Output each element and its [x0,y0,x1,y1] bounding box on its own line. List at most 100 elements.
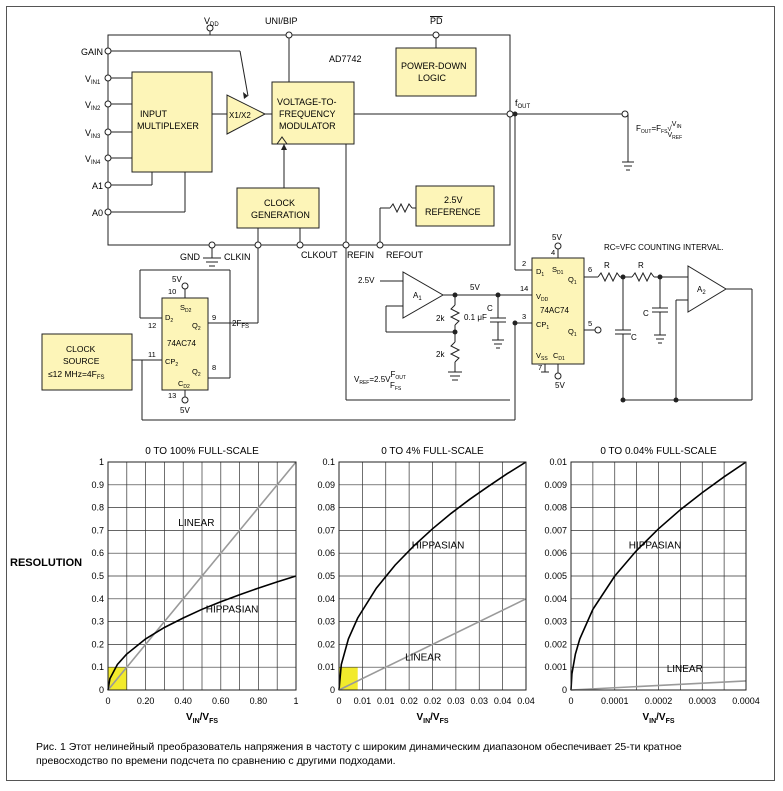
chart-004pct-scale: 0 TO 0.04% FULL-SCALE00.0010.0020.0030.0… [544,446,759,725]
svg-text:VDD: VDD [536,292,549,303]
y-tick-label: 0.003 [544,617,567,627]
x-tick-label: 1 [293,696,298,706]
x-tick-label: 0.02 [400,696,418,706]
x-axis-label: VIN/VFS [416,712,448,725]
r2k-label-2: 2k [436,350,445,359]
ff1-5v-bottom: 5V [180,406,190,415]
svg-text:14: 14 [520,284,528,293]
y-tick-label: 0.6 [91,548,104,558]
opamp-a1 [402,271,445,319]
x-tick-label: 0.0001 [601,696,629,706]
y-tick-label: 0.002 [544,639,567,649]
plot-frame [107,461,297,691]
y-tick-label: 0.004 [544,594,567,604]
opamp-a2 [687,265,727,313]
series-linear-line [338,598,527,691]
mux-label-1: INPUT [140,109,168,119]
cap-value-label: 0.1 μF [464,313,487,322]
highlight-region [339,667,358,690]
x-tick-label: 0.01 [377,696,395,706]
chart-4pct-scale: 0 TO 4% FULL-SCALE00.010.020.030.040.050… [317,446,534,725]
y-tick-label: 0.01 [317,662,335,672]
y-tick-label: 0.01 [549,457,567,467]
uni-bip-label: UNI/BIP [265,16,298,26]
y-tick-label: 0.005 [544,571,567,581]
resolution-label: RESOLUTION [10,557,82,569]
ff1-name: 74AC74 [167,339,196,348]
y-tick-label: 0.009 [544,480,567,490]
plot-frame [338,461,527,691]
chart-title: 0 TO 100% FULL-SCALE [145,446,259,457]
svg-text:5: 5 [588,319,592,328]
y-tick-label: 0.09 [317,480,335,490]
ff1-5v-top: 5V [172,275,182,284]
ff2-5v-bottom: 5V [555,381,565,390]
svg-text:2: 2 [522,259,526,268]
svg-text:Q1: Q1 [568,275,577,286]
svg-text:Q2: Q2 [192,321,201,332]
cap-c-label-3: C [643,309,649,318]
svg-text:D2: D2 [165,313,173,324]
y-tick-label: 0.1 [91,662,104,672]
y-tick-label: 0.001 [544,662,567,672]
amp-label: X1/X2 [229,111,251,120]
clock-src-label-2: SOURCE [63,356,100,366]
ff2-5v-top: 5V [552,233,562,242]
y-tick-label: 0.07 [317,525,335,535]
vdd-label: VDD [204,16,219,28]
ff2-name: 74AC74 [540,306,569,315]
svg-text:VSS: VSS [536,351,548,362]
refin-label: REFIN [347,250,374,260]
clock-generation-block [236,187,320,229]
x-tick-label: 0.0003 [688,696,716,706]
x-tick-label: 0.04 [517,696,535,706]
svg-text:7: 7 [538,363,542,372]
pin-vin2: VIN2 [85,100,101,112]
clkgen-label-1: CLOCK [264,198,295,208]
x-tick-label: 0 [105,696,110,706]
clkgen-label-2: GENERATION [251,210,310,220]
y-tick-label: 0.4 [91,594,104,604]
series-label-hippasian: HIPPASIAN [412,541,465,552]
svg-text:3: 3 [522,312,526,321]
x-tick-label: 0 [336,696,341,706]
x-axis-label: VIN/VFS [186,712,218,725]
svg-text:12: 12 [148,321,156,330]
gnd-label: GND [180,252,201,262]
x-tick-label: 0.04 [494,696,512,706]
y-tick-label: 1 [99,457,104,467]
y-tick-label: 0.3 [91,617,104,627]
y-tick-label: 0.5 [91,571,104,581]
resolution-charts: RESOLUTION 0 TO 100% FULL-SCALE00.10.20.… [10,446,760,725]
rc-note: RC≈VFC COUNTING INTERVAL. [604,243,724,252]
power-down-logic-block [395,47,477,97]
series-hippasian-line [338,461,527,691]
pin-a0: A0 [92,208,103,218]
plot-frame [570,461,747,691]
ref-label-2: REFERENCE [425,207,481,217]
svg-text:SD1: SD1 [552,265,564,276]
svg-text:11: 11 [148,350,156,359]
vfc-label-3: MODULATOR [279,121,336,131]
res-r-label-2: R [638,261,644,270]
pin-vin1: VIN1 [85,74,101,86]
refout-label: REFOUT [386,250,424,260]
y-tick-label: 0.06 [317,548,335,558]
series-label-hippasian: HIPPASIAN [629,541,682,552]
chart-full-scale: 0 TO 100% FULL-SCALE00.10.20.30.40.50.60… [91,446,298,725]
series-linear-line [107,461,297,691]
cap-c-label-2: C [631,333,637,342]
vfc-label-2: FREQUENCY [279,109,336,119]
pdl-label-2: LOGIC [418,73,447,83]
series-label-linear: LINEAR [667,664,703,675]
svg-text:CD1: CD1 [553,351,565,362]
y-tick-label: 0.04 [317,594,335,604]
clkin-label: CLKIN [224,252,251,262]
x-tick-label: 0.03 [470,696,488,706]
a1-label: A1 [413,291,422,302]
pin-gain: GAIN [81,47,103,57]
y-tick-label: 0.9 [91,480,104,490]
series-hippasian-line [570,461,747,691]
svg-text:Q2: Q2 [192,367,201,378]
